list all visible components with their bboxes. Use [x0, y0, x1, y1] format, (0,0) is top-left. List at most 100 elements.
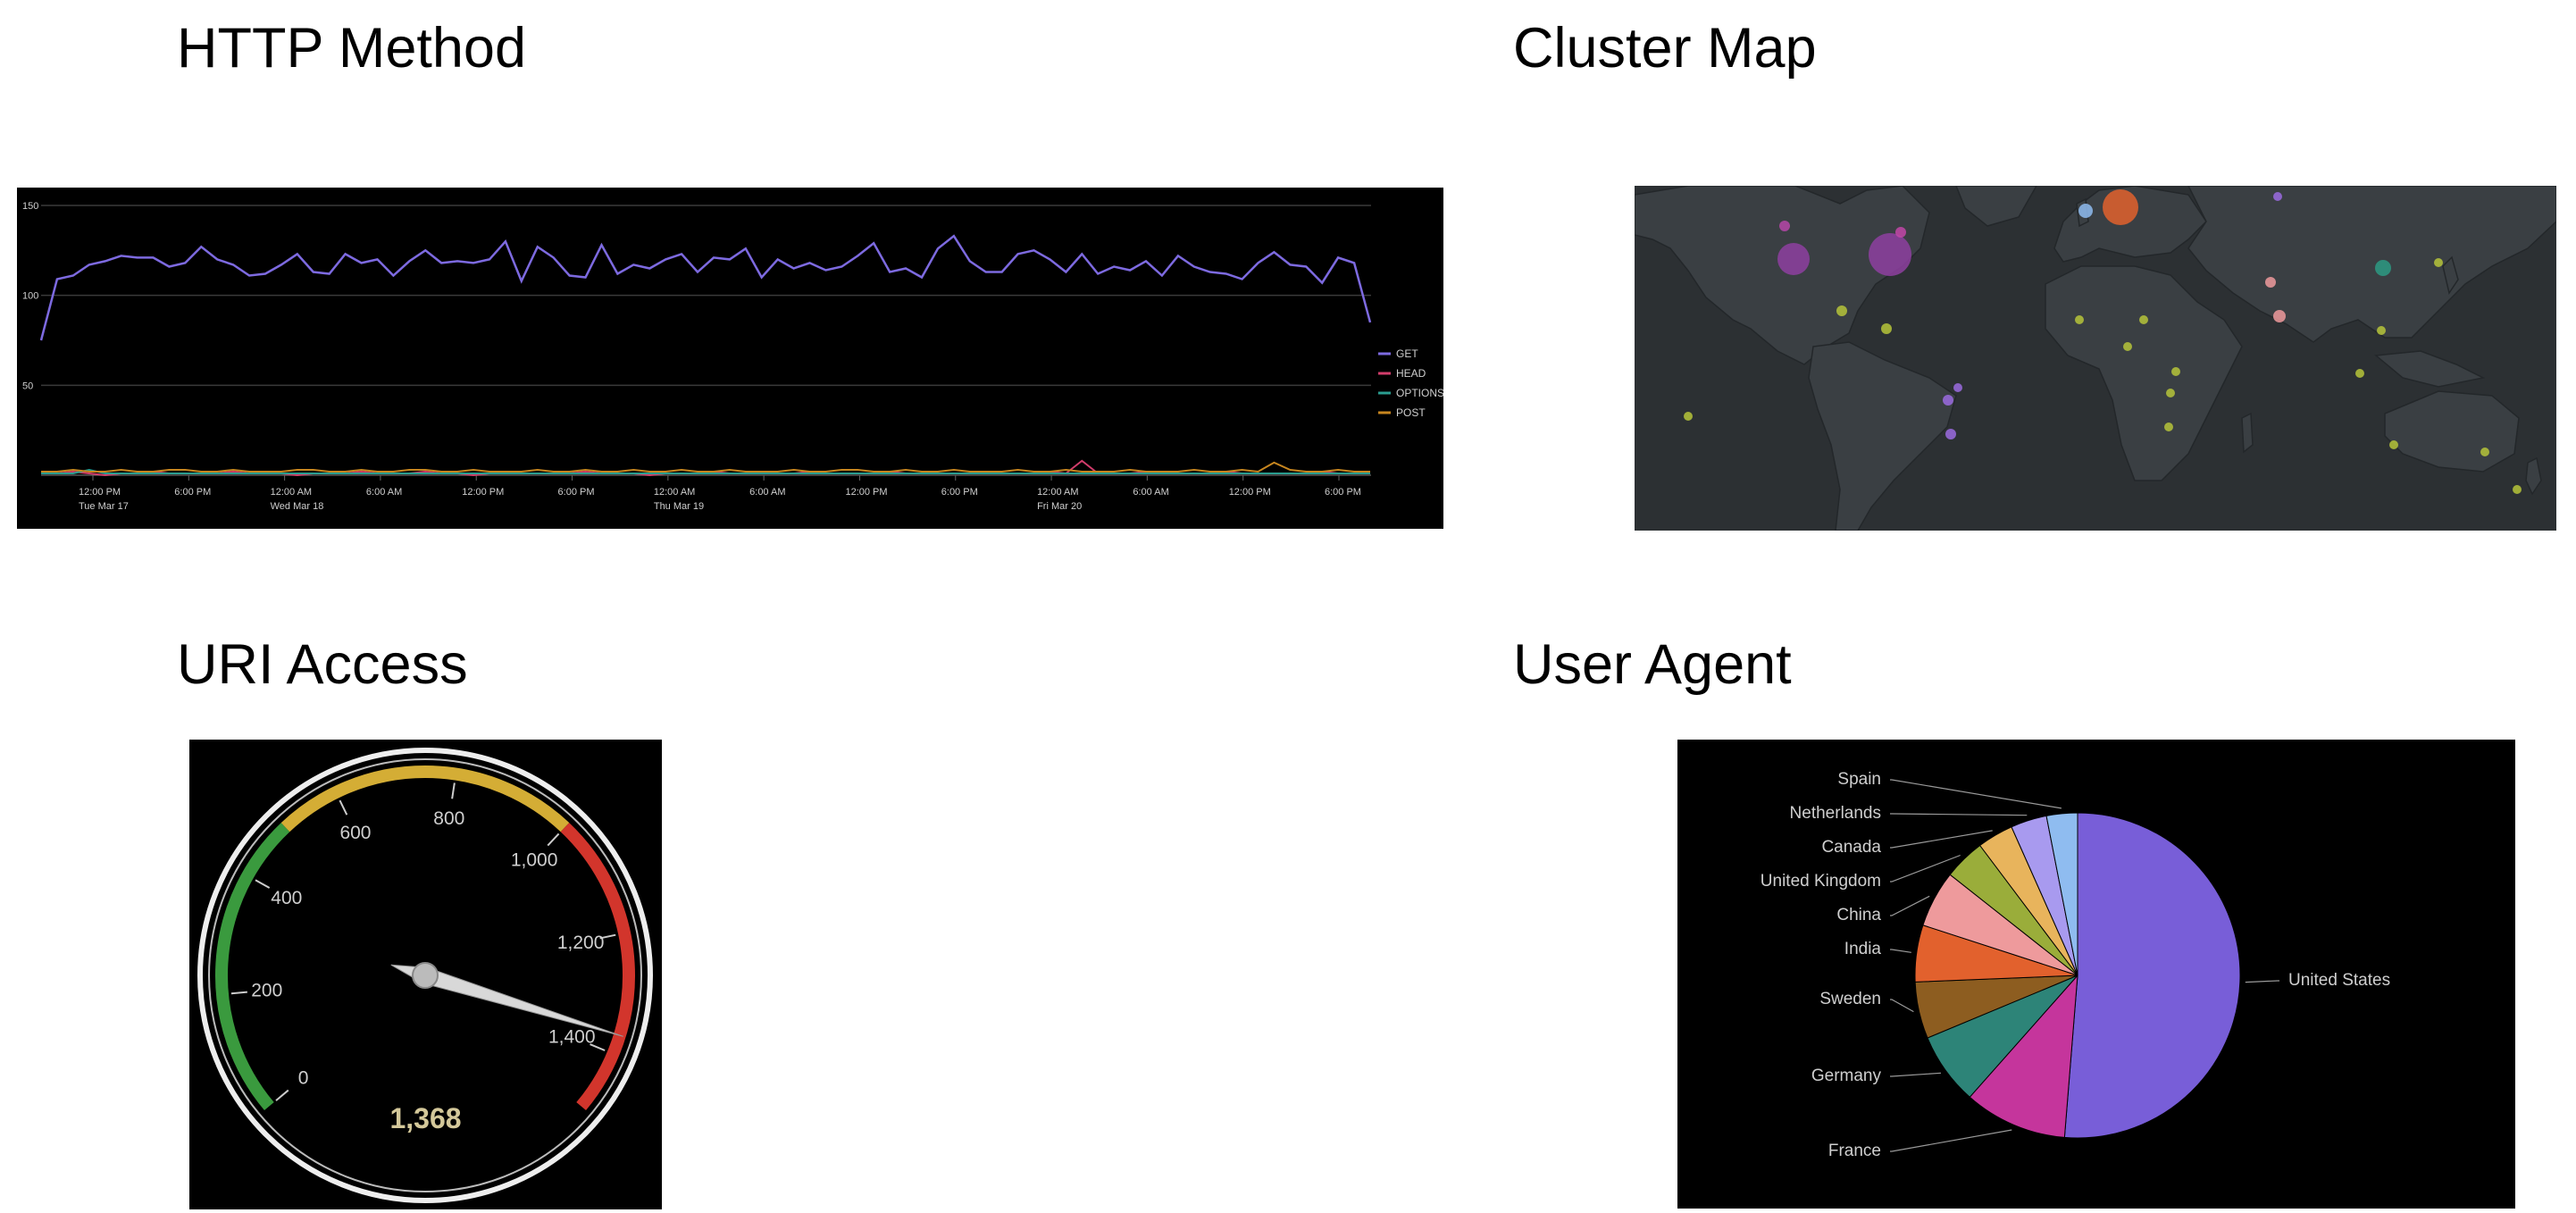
http-method-line-chart: 150 100 50 12:00 PM Tue Mar 17 6:00 PM 12:00 A…	[22, 201, 1443, 512]
map-bubble-us-east	[1869, 233, 1911, 276]
map-bubble-australia-west	[2389, 440, 2398, 449]
land-africa	[2045, 265, 2243, 481]
map-bubble-uk	[2078, 204, 2093, 218]
legend-label: HEAD	[1396, 367, 1426, 380]
gauge-tick-label: 1,200	[557, 933, 605, 953]
pie-slice-france	[1969, 974, 2078, 1138]
map-bubble-australia-east	[2480, 448, 2489, 456]
x-tick-label: 12:00 AM	[271, 487, 312, 498]
map-bubble-spain	[2075, 315, 2084, 324]
map-bubble-south-africa	[2164, 422, 2173, 431]
land-madagascar	[2241, 412, 2254, 454]
http-method-chart-panel: 150 100 50 12:00 PM Tue Mar 17 6:00 PM 12:00 A…	[17, 188, 1443, 529]
pie-label: United States	[2288, 971, 2390, 990]
gauge-tick	[599, 933, 616, 940]
gauge-tick	[339, 799, 348, 816]
y-tick-label: 150	[22, 201, 38, 212]
x-date-label: Wed Mar 18	[271, 501, 324, 512]
map-bubble-middle-east	[2265, 277, 2276, 288]
gauge-outer-ring	[197, 748, 653, 1203]
land-australia	[2384, 390, 2520, 473]
map-bubble-canada-west	[1779, 221, 1790, 231]
x-tick-label: 6:00 PM	[174, 487, 211, 498]
cluster-map-panel	[1635, 186, 2556, 531]
map-bubble-central-america	[1881, 323, 1892, 334]
map-bubble-brazil-east	[1953, 383, 1962, 392]
pie-leader-line	[1890, 895, 1930, 916]
x-tick-label: 6:00 PM	[558, 487, 595, 498]
pie-leader-line	[1890, 949, 1911, 953]
y-tick-label: 100	[22, 291, 38, 302]
map-bubble-china	[2375, 260, 2391, 276]
x-tick-label: 12:00 AM	[654, 487, 695, 498]
uri-access-title: URI Access	[177, 633, 468, 696]
map-bubble-canada-east	[1895, 227, 1906, 238]
y-tick-label: 50	[22, 381, 33, 391]
x-date-label: Tue Mar 17	[79, 501, 129, 512]
gauge-tick-label: 1,000	[511, 850, 558, 871]
map-bubble-italy	[2139, 315, 2148, 324]
x-tick-label: 12:00 PM	[462, 487, 504, 498]
map-bubble-india	[2273, 310, 2286, 322]
map-bubble-us-west	[1777, 243, 1810, 275]
pie-leader-line	[1890, 999, 1914, 1013]
pie-leader-line	[1890, 1129, 2012, 1152]
land-new-zealand	[2525, 456, 2542, 496]
gauge-hub	[412, 962, 439, 989]
gauge-tick-label: 800	[433, 808, 464, 829]
cluster-map-title: Cluster Map	[1513, 17, 1817, 79]
land-japan	[2442, 255, 2459, 295]
gauge-tick-label: 0	[298, 1067, 309, 1088]
gauge-tick-label: 200	[251, 981, 282, 1001]
legend-label: POST	[1396, 406, 1426, 419]
pie-leader-line	[1890, 830, 1993, 849]
pie-leader-line	[1890, 1072, 1942, 1077]
land-north-america	[1635, 186, 1930, 365]
x-tick-label: 12:00 PM	[845, 487, 887, 498]
map-bubble-hawaii	[1684, 412, 1693, 421]
land-se-asia-islands	[2374, 350, 2486, 388]
x-date-label: Fri Mar 20	[1037, 501, 1082, 512]
x-tick-label: 12:00 PM	[1229, 487, 1271, 498]
map-bubble-new-zealand	[2513, 485, 2522, 494]
user-agent-pie-chart: United StatesFranceGermanySwedenIndiaChi…	[1761, 770, 2390, 1160]
map-bubble-indonesia	[2355, 369, 2364, 378]
legend-label: GET	[1396, 347, 1418, 360]
gauge-tick-label: 1,400	[548, 1027, 596, 1048]
gauge-band	[215, 823, 290, 1111]
x-tick-label: 12:00 PM	[79, 487, 121, 498]
pie-label: France	[1828, 1142, 1881, 1160]
gauge-tick	[255, 879, 271, 889]
user-agent-title: User Agent	[1513, 633, 1792, 696]
x-tick-label: 6:00 PM	[941, 487, 978, 498]
gauge-band	[280, 765, 570, 832]
land-south-america	[1808, 341, 1957, 531]
pie-leader-line	[1890, 813, 2028, 816]
map-bubble-brazil-south	[1945, 429, 1956, 439]
map-bubble-russia	[2273, 192, 2282, 201]
map-bubble-southeast-asia	[2377, 326, 2386, 335]
gauge-tick	[230, 991, 247, 995]
map-bubbles	[1684, 189, 2522, 494]
land-asia	[2187, 186, 2556, 343]
pie-label: China	[1836, 906, 1881, 924]
x-tick-label: 6:00 AM	[366, 487, 402, 498]
map-bubble-japan	[2434, 258, 2443, 267]
map-bubble-mexico	[1836, 305, 1847, 316]
pie-slice-spain	[2045, 812, 2078, 976]
legend-label: OPTIONS	[1396, 387, 1443, 399]
pie-label: United Kingdom	[1761, 872, 1881, 891]
map-bubble-nigeria	[2123, 342, 2132, 351]
land-greenland	[1955, 186, 2037, 227]
x-tick-label: 6:00 PM	[1325, 487, 1361, 498]
gauge-tick	[590, 1043, 606, 1051]
gauge-tick-label: 400	[271, 888, 302, 908]
series-line-post	[41, 461, 1370, 473]
x-tick-label: 6:00 AM	[1133, 487, 1168, 498]
gauge-inner-ring	[208, 758, 642, 1192]
gauge-tick	[451, 782, 456, 799]
gauge-band	[560, 823, 635, 1111]
